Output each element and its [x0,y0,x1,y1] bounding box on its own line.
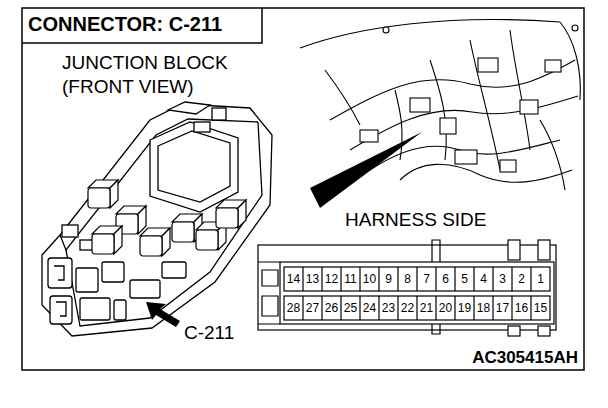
pin-number: 28 [284,296,303,320]
pin-number: 9 [379,267,398,291]
view-label: HARNESS SIDE [345,208,486,232]
pin-number: 18 [474,296,493,320]
pin-number: 24 [360,296,379,320]
part-name: JUNCTION BLOCK (FRONT VIEW) [62,51,262,99]
pin-number: 23 [379,296,398,320]
pin-number: 21 [417,296,436,320]
pin-number: 22 [398,296,417,320]
pointer-arrow [146,302,180,327]
harness-illustration [300,20,580,190]
pin-number: 2 [512,267,531,291]
pin-number: 27 [303,296,322,320]
callout-label: C-211 [184,321,234,345]
figure-code: AC305415AH [472,348,578,368]
pin-number: 8 [398,267,417,291]
frame [22,8,584,370]
connector-face [258,240,556,336]
pin-number: 12 [322,267,341,291]
junction-block [42,102,272,336]
pin-number: 15 [531,296,550,320]
pointer-wedge [310,132,422,208]
pin-number: 10 [360,267,379,291]
pin-number: 13 [303,267,322,291]
pin-number: 20 [436,296,455,320]
pin-number: 16 [512,296,531,320]
pin-number: 25 [341,296,360,320]
pin-number: 5 [455,267,474,291]
pin-number: 7 [417,267,436,291]
pin-number: 1 [531,267,550,291]
pin-number: 3 [493,267,512,291]
connector-title: CONNECTOR: C-211 [28,13,222,36]
pin-number: 17 [493,296,512,320]
pin-number: 26 [322,296,341,320]
pin-number: 6 [436,267,455,291]
pin-number: 11 [341,267,360,291]
title-box [22,8,262,43]
pin-number: 4 [474,267,493,291]
pin-number: 14 [284,267,303,291]
pin-number: 19 [455,296,474,320]
